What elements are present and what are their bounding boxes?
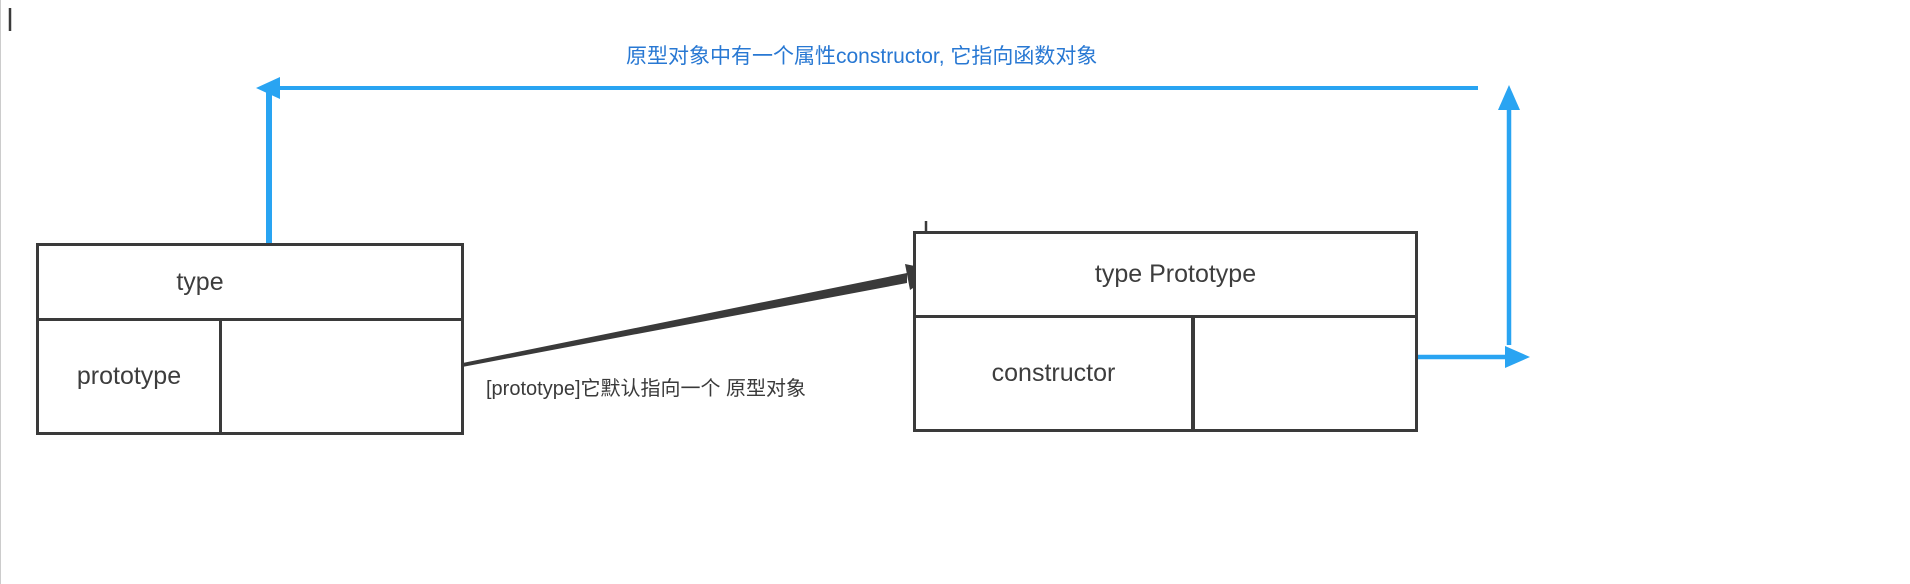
constructor-annotation: 原型对象中有一个属性constructor, 它指向函数对象 (626, 45, 1098, 68)
return-arrow-right-head (1505, 346, 1530, 368)
function-object-box: type prototype (36, 243, 464, 435)
constructor-value-cell (1195, 318, 1415, 429)
prototype-box-title: type Prototype (916, 234, 1415, 318)
return-arrow-up-head (1498, 85, 1520, 110)
constructor-property-cell: constructor (916, 318, 1195, 429)
prototype-object-box: type Prototype constructor (913, 231, 1418, 432)
function-box-row: prototype (39, 321, 461, 432)
prototype-box-row: constructor (916, 318, 1415, 429)
prototype-annotation: [prototype]它默认指向一个 原型对象 (486, 378, 807, 400)
prototype-value-cell (222, 321, 461, 432)
function-box-title: type (39, 246, 461, 321)
prototype-arrow-shaft (359, 273, 907, 387)
constructor-arrow-left-head (256, 77, 280, 99)
prototype-property-cell: prototype (39, 321, 222, 432)
